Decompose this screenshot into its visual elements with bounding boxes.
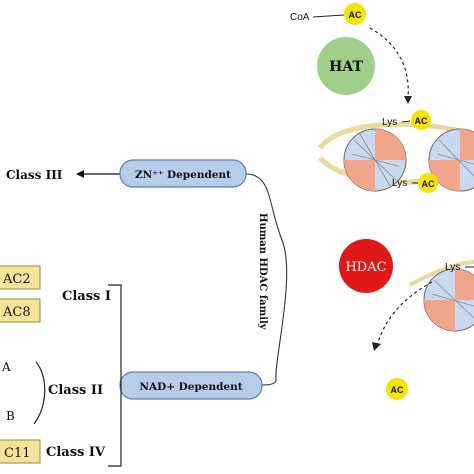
lys-label-1: Lys [382,117,397,128]
lys-label-3: Lys [445,262,460,273]
nucleosome-2 [428,128,474,192]
class-bracket [108,284,122,467]
lys-label-2: Lys [392,178,407,189]
ac-badge-1 [411,110,431,130]
ac-badge-released [386,378,408,400]
ac-label-coa: AC [349,10,362,20]
gene-hdac8-label: AC8 [2,305,31,320]
acetylated-nucleosomes: Lys AC Lys AC [317,110,474,193]
class-iv-label: Class IV [46,445,106,460]
gene-box-hdac11 [0,439,41,464]
family-brace [245,173,288,386]
nucleosome-1 [343,128,407,192]
arrow-head-out-icon [372,342,381,351]
subclass-b-label: B [6,409,15,423]
gene-hdac11-label: C11 [4,446,31,461]
subclass-brace [33,361,46,425]
coa-bond [312,14,345,18]
dashed-arrow-out-icon [376,281,433,346]
hat-panel: CoA AC HAT [290,3,412,104]
subclass-a-label: A [1,360,11,374]
gene-hdac2-label: AC2 [2,272,31,287]
hdac-label: HDAC [345,260,386,275]
nucleosome-3 [423,268,474,332]
ac-badge-2 [418,173,438,193]
dashed-arrow-icon [369,27,409,99]
gene-box-hdac8 [0,298,41,323]
hdac-circle [339,239,393,293]
ac-label-released: AC [391,385,404,395]
hat-label: HAT [329,59,363,75]
hat-circle [317,37,375,95]
gene-box-hdac2 [0,265,41,290]
ac-badge-coa [344,3,366,25]
class-iii-label: Class III [6,168,63,182]
hdac-family-tree: Class III ZN⁺⁺ Dependent Human HDAC fami… [0,159,288,467]
coa-label: CoA [290,12,310,23]
class-ii-label: Class II [48,383,103,398]
zn-dependent-label: ZN⁺⁺ Dependent [135,169,231,181]
hdac-panel: HDAC Lys AC [339,239,474,400]
nad-dependent-label: NAD+ Dependent [139,381,242,393]
ac-label-1: AC [415,116,428,126]
ac-label-2: AC [422,179,435,189]
arrow-head-icon [404,96,412,104]
class-i-label: Class I [62,289,111,304]
family-label: Human HDAC family [257,213,268,331]
